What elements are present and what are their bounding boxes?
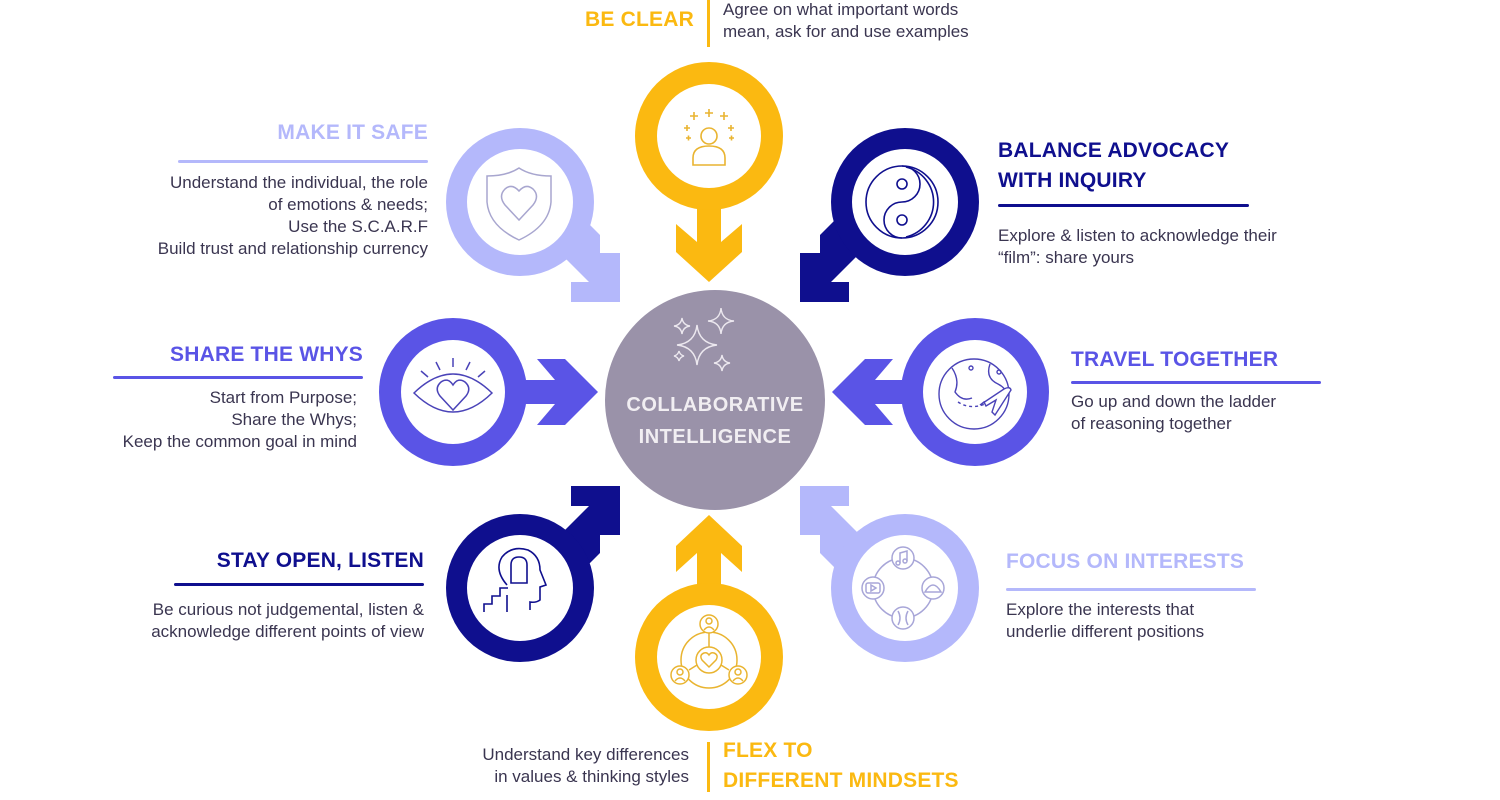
flex-title: FLEX TO DIFFERENT MINDSETS (723, 736, 1003, 796)
center-title-line2: INTELLIGENCE (638, 426, 792, 448)
stay-open-rule (174, 583, 424, 586)
stay-open-desc: Be curious not judgemental, listen & ack… (80, 599, 424, 643)
node-stay-open (446, 486, 620, 662)
desc-line: in values & thinking styles (494, 767, 689, 786)
center-circle (605, 290, 825, 510)
node-flex (635, 515, 783, 731)
node-share-whys (379, 318, 598, 466)
desc-line: Explore the interests that (1006, 600, 1195, 619)
desc-line: Go up and down the ladder (1071, 392, 1277, 411)
interests-cycle-icon (861, 546, 945, 630)
node-focus (800, 486, 979, 662)
travel-desc: Go up and down the ladder of reasoning t… (1071, 391, 1331, 435)
title-line: BALANCE ADVOCACY (998, 139, 1230, 162)
eye-heart-icon (412, 358, 494, 413)
focus-rule (1006, 588, 1256, 591)
focus-desc: Explore the interests that underlie diff… (1006, 599, 1266, 643)
desc-line: of reasoning together (1071, 414, 1232, 433)
desc-line: Keep the common goal in mind (122, 432, 357, 451)
desc-line: Agree on what important words (723, 0, 959, 19)
focus-title: FOCUS ON INTERESTS (1006, 550, 1245, 573)
make-it-safe-desc: Understand the individual, the role of e… (100, 172, 428, 260)
desc-line: Start from Purpose; (209, 388, 357, 407)
desc-line: Explore & listen to acknowledge their (998, 226, 1277, 245)
desc-line: of emotions & needs; (268, 195, 428, 214)
globe-plane-icon (938, 358, 1012, 430)
title-line: DIFFERENT MINDSETS (723, 769, 959, 792)
head-door-stairs-icon (483, 547, 548, 612)
center-hub (605, 290, 825, 510)
make-it-safe-rule (178, 160, 428, 163)
desc-line: Build trust and relationship currency (157, 239, 428, 258)
arrow-right (520, 359, 598, 425)
travel-title: TRAVEL TOGETHER (1071, 348, 1279, 371)
center-title-line1: COLLABORATIVE (626, 394, 804, 416)
node-balance (800, 128, 979, 302)
title-line: WITH INQUIRY (998, 169, 1147, 192)
share-whys-title: SHARE THE WHYS (170, 343, 363, 366)
desc-line: Understand the individual, the role (170, 173, 428, 192)
flex-divider (707, 742, 710, 792)
balance-title: BALANCE ADVOCACY WITH INQUIRY (998, 136, 1318, 196)
node-be-clear (635, 62, 783, 282)
shield-heart-icon (486, 167, 552, 241)
stay-open-title: STAY OPEN, LISTEN (216, 549, 424, 572)
arrow-left (832, 359, 910, 425)
desc-line: underlie different positions (1006, 622, 1205, 641)
title-line: FLEX TO (723, 739, 813, 762)
desc-line: mean, ask for and use examples (723, 22, 969, 41)
be-clear-desc: Agree on what important words mean, ask … (723, 0, 1023, 43)
people-heart-network-icon (670, 614, 748, 689)
desc-line: Share the Whys; (231, 410, 357, 429)
desc-line: “film”: share yours (998, 248, 1135, 267)
desc-line: Understand key differences (482, 745, 689, 764)
balance-rule (998, 204, 1249, 207)
share-whys-desc: Start from Purpose; Share the Whys; Keep… (60, 387, 357, 453)
desc-line: Be curious not judgemental, listen & (152, 600, 424, 619)
sparkles-icon (673, 307, 735, 372)
person-sparkles-icon (684, 109, 734, 166)
make-it-safe-title: MAKE IT SAFE (277, 121, 428, 144)
flex-desc: Understand key differences in values & t… (420, 744, 689, 788)
arrow-up (676, 515, 742, 590)
be-clear-title: BE CLEAR (585, 8, 694, 31)
share-whys-rule (113, 376, 363, 379)
node-make-it-safe (446, 128, 620, 302)
desc-line: Use the S.C.A.R.F (288, 217, 428, 236)
yin-yang-icon (865, 165, 939, 239)
be-clear-divider (707, 0, 710, 47)
arrow-down (676, 205, 742, 282)
desc-line: acknowledge different points of view (151, 622, 424, 641)
balance-desc: Explore & listen to acknowledge their “f… (998, 225, 1338, 269)
center-title: COLLABORATIVE INTELLIGENCE (605, 389, 825, 453)
travel-rule (1071, 381, 1321, 384)
node-travel (832, 318, 1049, 466)
